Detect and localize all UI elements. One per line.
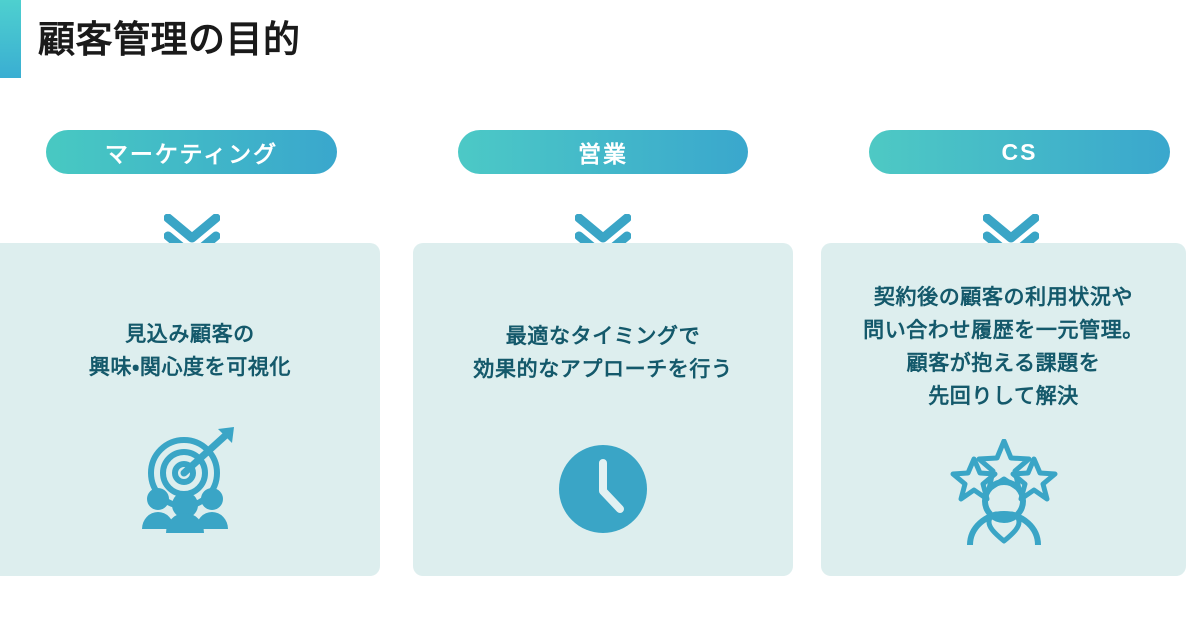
card-body-line: 見込み顧客の	[125, 323, 255, 346]
card-body-text-cs: 契約後の顧客の利用状況や 問い合わせ履歴を一元管理。 顧客が抱える課題を 先回り…	[821, 281, 1186, 413]
clock-icon	[413, 443, 793, 535]
column-header-pill-cs[interactable]: CS	[869, 130, 1170, 174]
card-body-line: 問い合わせ履歴を一元管理。	[863, 319, 1144, 342]
page-title: 顧客管理の目的	[38, 19, 301, 60]
customer-satisfaction-icon	[821, 439, 1186, 545]
pill-label: マーケティング	[104, 141, 279, 167]
card-body-line: 契約後の顧客の利用状況や	[873, 286, 1134, 309]
card-body-line: 顧客が抱える課題を	[906, 352, 1101, 375]
column-marketing: マーケティング 見込み顧客の 興味・関心度を可視化	[0, 0, 380, 630]
card-body-line: 先回りして解決	[928, 385, 1079, 408]
card-marketing: 見込み顧客の 興味・関心度を可視化	[0, 243, 380, 576]
card-body-line: 効果的なアプローチを行う	[473, 358, 733, 381]
column-cs: CS 契約後の顧客の利用状況や 問い合わせ履歴を一元管理。 顧客が抱える課題を …	[821, 0, 1186, 630]
card-cs: 契約後の顧客の利用状況や 問い合わせ履歴を一元管理。 顧客が抱える課題を 先回り…	[821, 243, 1186, 576]
card-sales: 最適なタイミングで 効果的なアプローチを行う	[413, 243, 793, 576]
column-sales: 営業 最適なタイミングで 効果的なアプローチを行う	[413, 0, 793, 630]
pill-label: CS	[1001, 138, 1038, 165]
card-body-text-marketing: 見込み顧客の 興味・関心度を可視化	[0, 318, 380, 384]
title-accent-bar	[0, 0, 21, 78]
card-body-line: 興味・関心度を可視化	[88, 356, 292, 379]
target-audience-icon	[0, 425, 380, 533]
column-header-pill-sales[interactable]: 営業	[458, 130, 748, 174]
column-header-pill-marketing[interactable]: マーケティング	[46, 130, 337, 174]
pill-label: 営業	[578, 141, 628, 167]
card-body-line: 最適なタイミングで	[505, 325, 701, 348]
card-body-text-sales: 最適なタイミングで 効果的なアプローチを行う	[413, 320, 793, 386]
page-header: 顧客管理の目的	[0, 0, 1200, 92]
